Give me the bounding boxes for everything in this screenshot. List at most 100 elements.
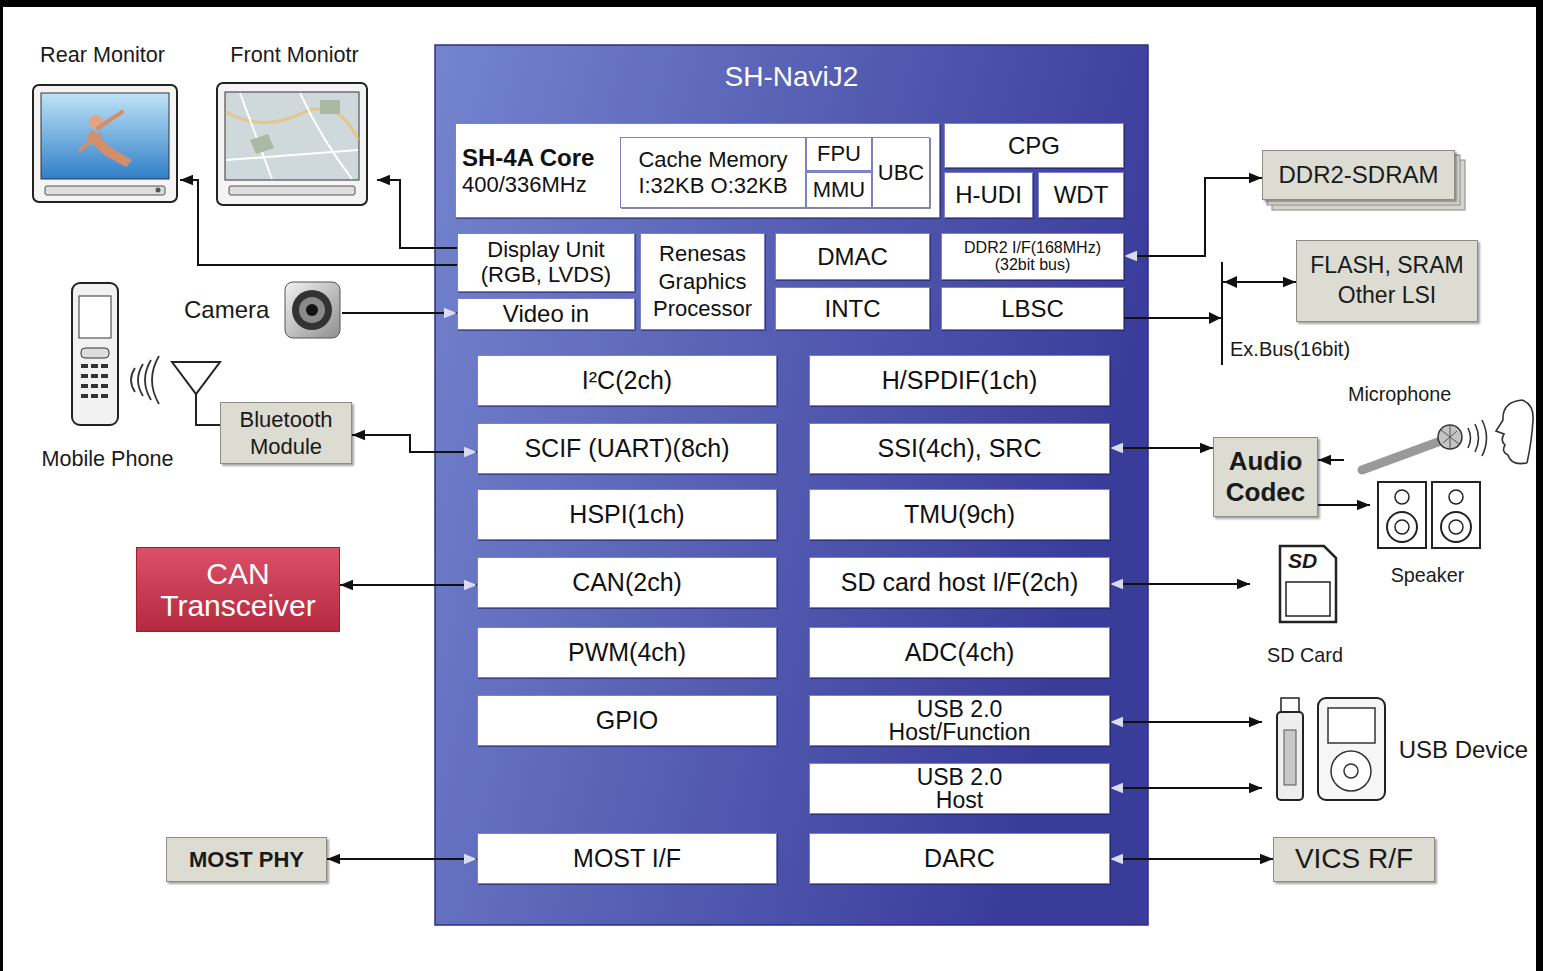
microphone-icon — [1362, 400, 1533, 470]
device-illustration: USB Device — [1262, 695, 1532, 805]
function-block: ADC(4ch) — [809, 627, 1110, 678]
monitor-case — [217, 83, 367, 205]
soc-block: SH-NaviJ2SH-4A Core400/336MHzCache Memor… — [435, 45, 1148, 925]
device-illustration: Rear Monitor — [25, 43, 180, 207]
monitor-button — [156, 188, 161, 193]
block-label: CPG — [1008, 132, 1060, 160]
device-illustration: Front Moniotr — [212, 43, 377, 207]
sound-waves — [1468, 420, 1487, 456]
sd-card-label-area — [1286, 582, 1330, 616]
player-wheel — [1331, 751, 1371, 791]
function-block: H-UDI — [944, 172, 1033, 218]
function-block: FPU — [806, 137, 872, 171]
function-block: HSPI(1ch) — [477, 489, 777, 540]
block-label: Speaker — [1391, 564, 1465, 587]
block-label: 400/336MHz — [462, 172, 587, 197]
camera-icon — [285, 282, 340, 338]
mic-grille — [1441, 425, 1459, 449]
function-block: Renesas Graphics Processor — [640, 233, 765, 330]
monitor-screen — [225, 92, 359, 180]
block-label: H/SPDIF(1ch) — [882, 366, 1038, 395]
speaker-box — [1378, 482, 1426, 548]
sd-card-icon — [1280, 546, 1336, 622]
block-label: SCIF (UART)(8ch) — [524, 434, 729, 463]
external-device: Bluetooth Module — [220, 402, 352, 464]
block-label: Mobile Phone — [41, 447, 173, 472]
device-illustration: Microphone — [1344, 383, 1536, 472]
function-block: SSI(4ch), SRC — [809, 423, 1110, 474]
soc-fill — [435, 45, 1148, 925]
function-block: TMU(9ch) — [809, 489, 1110, 540]
block-label: MOST PHY — [189, 847, 304, 872]
function-block: I²C(2ch) — [477, 355, 777, 406]
function-block: MOST I/F — [477, 833, 777, 884]
block-label: SD card host I/F(2ch) — [841, 568, 1079, 597]
function-block: PWM(4ch) — [477, 627, 777, 678]
logo-text: SD — [1288, 549, 1317, 573]
block-label: H-UDI — [955, 181, 1022, 209]
external-device: MOST PHY — [166, 837, 327, 882]
rear-monitor-icon — [33, 85, 177, 202]
radio-waves — [131, 356, 159, 404]
function-block: INTC — [775, 287, 930, 330]
external-device: VICS R/F — [1273, 837, 1435, 882]
speaker-tweeter — [1395, 490, 1409, 504]
connector — [1110, 787, 1262, 789]
antenna-symbol — [172, 362, 220, 425]
block-label: PWM(4ch) — [568, 638, 686, 667]
block-label: SD Card — [1267, 644, 1343, 667]
block-label: TMU(9ch) — [904, 500, 1015, 529]
function-block: UBC — [872, 137, 930, 208]
connector — [1110, 447, 1213, 449]
block-label: SH-4A Core — [462, 144, 594, 172]
connector — [377, 180, 457, 248]
block-label: Microphone — [1348, 383, 1451, 406]
monitor-base — [45, 186, 165, 195]
block-label: INTC — [825, 295, 881, 323]
text-run: Host/Function — [889, 719, 1031, 745]
transceiver-box: CAN Transceiver — [136, 547, 340, 632]
phone-screen — [79, 296, 111, 338]
device-illustration: Mobile Phone — [15, 278, 200, 472]
connector — [352, 435, 477, 452]
block-label: Audio Codec — [1218, 446, 1313, 508]
speaker-woofer — [1395, 520, 1409, 534]
block-label: Camera — [184, 296, 269, 324]
block-label: DDR2-SDRAM — [1278, 161, 1438, 189]
function-block: GPIO — [477, 695, 777, 746]
external-device: DDR2-SDRAM — [1262, 150, 1455, 200]
function-block: Video in — [457, 298, 635, 330]
connector — [1110, 858, 1273, 860]
external-device: Audio Codec — [1213, 437, 1318, 517]
player-body — [1318, 698, 1385, 800]
block-label: Rear Monitor — [40, 43, 165, 68]
block-label: MOST I/F — [573, 844, 681, 873]
connector — [340, 584, 477, 586]
usb-devices-icon — [1277, 698, 1385, 800]
swimmer-arms — [80, 112, 122, 150]
block-label: CAN Transceiver — [141, 558, 335, 621]
block-label: HSPI(1ch) — [569, 500, 684, 529]
block-label: DARC — [924, 844, 995, 873]
connector — [1318, 504, 1370, 506]
block-label: VICS R/F — [1295, 843, 1413, 875]
connector — [327, 858, 477, 860]
connector — [342, 312, 457, 314]
speaker-woofer — [1441, 512, 1471, 542]
function-block: CAN(2ch) — [477, 557, 777, 608]
block-label: MMU — [813, 177, 866, 202]
block-label: DMAC — [817, 243, 888, 271]
block-label: LBSC — [1001, 295, 1064, 323]
block-label: Bluetooth Module — [225, 406, 347, 461]
block-label: ADC(4ch) — [905, 638, 1015, 667]
monitor-base — [229, 186, 355, 195]
function-block: SD card host I/F(2ch) — [809, 557, 1110, 608]
function-block: SCIF (UART)(8ch) — [477, 423, 777, 474]
monitor-case — [33, 85, 177, 202]
camera-lens — [292, 290, 332, 330]
block-label: USB 2.0 Host/Function — [877, 698, 1042, 744]
function-block: LBSC — [941, 287, 1124, 330]
camera-lens — [306, 304, 318, 316]
block-label: Cache Memory — [638, 147, 787, 172]
usb-stick — [1277, 712, 1303, 800]
